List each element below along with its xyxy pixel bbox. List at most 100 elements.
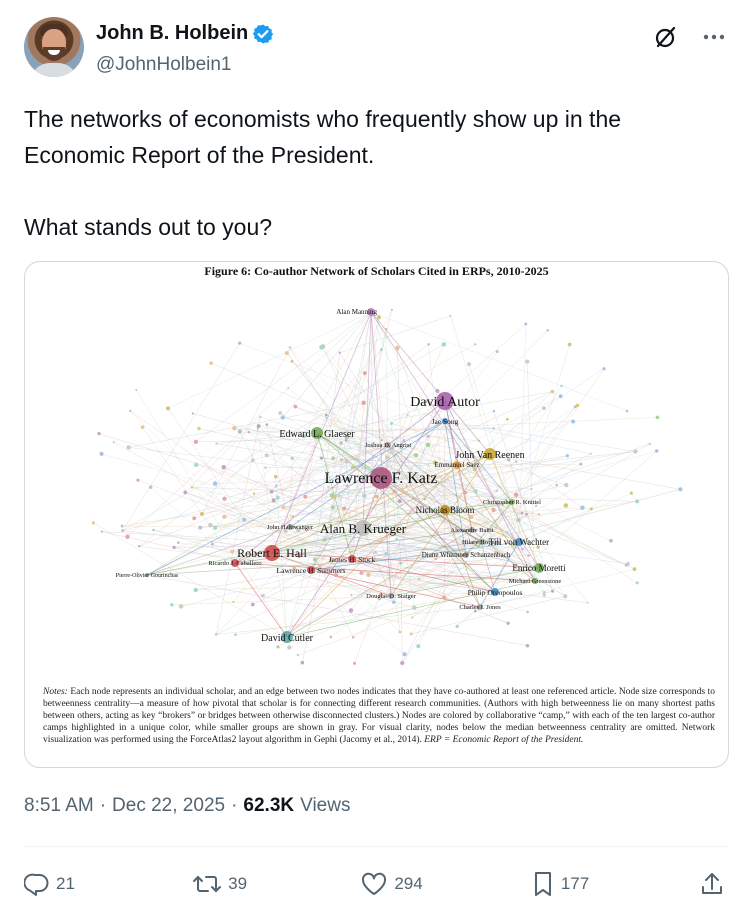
network-node-minor <box>125 534 130 539</box>
network-node-minor <box>327 485 330 488</box>
network-edge <box>295 406 458 466</box>
network-edge <box>216 432 318 444</box>
network-node-label: Joshua D. Angrist <box>365 442 412 449</box>
tweet-time[interactable]: 8:51 AM <box>24 795 94 816</box>
tweet-image[interactable]: Figure 6: Co-author Network of Scholars … <box>24 261 729 768</box>
network-node-minor <box>452 532 456 536</box>
network-edge <box>357 459 458 466</box>
network-node-minor <box>232 425 237 431</box>
network-node-minor <box>222 496 227 501</box>
network-edge <box>215 477 382 484</box>
network-node-minor <box>193 587 198 593</box>
network-node-minor <box>264 466 267 469</box>
more-options-icon[interactable] <box>699 22 729 52</box>
network-edge <box>201 311 372 515</box>
tweet-date[interactable]: Dec 22, 2025 <box>112 795 226 816</box>
network-edge <box>489 501 513 541</box>
network-edge <box>196 464 467 556</box>
network-edge <box>444 420 513 503</box>
network-node-minor <box>331 456 335 461</box>
network-edge <box>167 408 245 520</box>
network-node-minor <box>441 595 447 600</box>
network-node-minor <box>329 635 333 639</box>
network-edge <box>266 424 529 543</box>
network-node <box>509 499 515 505</box>
network-node-minor <box>625 561 630 566</box>
network-edge <box>316 391 553 434</box>
avatar[interactable] <box>24 17 84 77</box>
author-handle[interactable]: @JohnHolbein1 <box>96 54 232 75</box>
tweet-paragraph: What stands out to you? <box>24 214 273 240</box>
network-edge <box>479 591 553 608</box>
network-node-minor <box>402 652 407 657</box>
network-node-minor <box>280 415 286 420</box>
network-edge <box>456 464 612 541</box>
network-node-label: Douglas O. Staiger <box>366 593 416 600</box>
network-node-minor <box>589 452 592 455</box>
network-edge <box>444 400 536 582</box>
network-edge <box>271 421 574 554</box>
bookmark-button[interactable]: 177 <box>531 870 591 898</box>
like-button[interactable]: 294 <box>360 871 423 897</box>
network-node-label: Alexandre Baitit <box>450 527 493 534</box>
network-edge <box>122 525 291 528</box>
share-button[interactable] <box>699 871 729 897</box>
network-node <box>385 442 391 448</box>
network-node-minor <box>395 537 399 541</box>
author-name[interactable]: John B. Holbein <box>96 22 249 44</box>
network-node-minor <box>265 423 269 426</box>
network-edge <box>271 432 318 492</box>
network-node-label: Edward L. Glaeser <box>279 429 355 440</box>
network-node-minor <box>356 458 359 461</box>
network-node-minor <box>208 522 213 528</box>
network-edge <box>385 329 389 446</box>
network-edge <box>142 426 236 564</box>
network-edge <box>310 444 389 571</box>
network-node-minor <box>352 636 355 639</box>
network-edge <box>344 508 482 543</box>
network-node-minor <box>632 567 637 571</box>
network-node-minor <box>565 454 570 458</box>
reply-button[interactable]: 21 <box>24 871 84 897</box>
network-edge <box>271 309 393 554</box>
network-edge <box>286 484 557 638</box>
network-edge <box>361 391 553 574</box>
notes-body: Each node represents an individual schol… <box>43 687 716 745</box>
network-node-minor <box>199 511 205 516</box>
network-node-minor <box>495 350 499 354</box>
views-label: Views <box>300 795 351 816</box>
network-edge <box>283 507 479 547</box>
network-node-minor <box>635 499 640 504</box>
network-node-minor <box>609 538 613 543</box>
network-edge <box>471 529 536 582</box>
network-node-minor <box>337 494 341 498</box>
network-node-minor <box>513 492 519 497</box>
network-edge <box>146 455 568 576</box>
views-count[interactable]: 62.3K <box>243 795 295 816</box>
header-icons <box>651 22 729 52</box>
network-node-minor <box>210 542 214 546</box>
network-node-minor <box>359 571 364 575</box>
network-edge <box>390 453 491 597</box>
grok-icon[interactable] <box>651 22 681 52</box>
network-node-minor <box>301 434 306 439</box>
network-edge <box>370 311 389 485</box>
network-node-label: Philip Oreopoulos <box>468 588 523 597</box>
network-node-label: David Cutler <box>261 633 314 644</box>
network-edge <box>362 527 628 565</box>
network-node-minor <box>558 394 563 399</box>
network-edge <box>351 558 496 593</box>
share-icon <box>702 873 722 894</box>
network-node-minor <box>655 415 660 420</box>
network-edge <box>146 516 472 576</box>
repost-button[interactable]: 39 <box>192 871 252 897</box>
network-edge <box>456 464 473 531</box>
network-node-minor <box>563 503 569 508</box>
network-node-minor <box>384 327 388 331</box>
network-edge <box>380 477 532 490</box>
author-name-row[interactable]: John B. Holbein <box>96 22 274 45</box>
network-node-minor <box>340 458 343 462</box>
network-edge <box>331 323 526 496</box>
network-node-minor <box>297 520 300 523</box>
network-edge <box>297 567 540 656</box>
